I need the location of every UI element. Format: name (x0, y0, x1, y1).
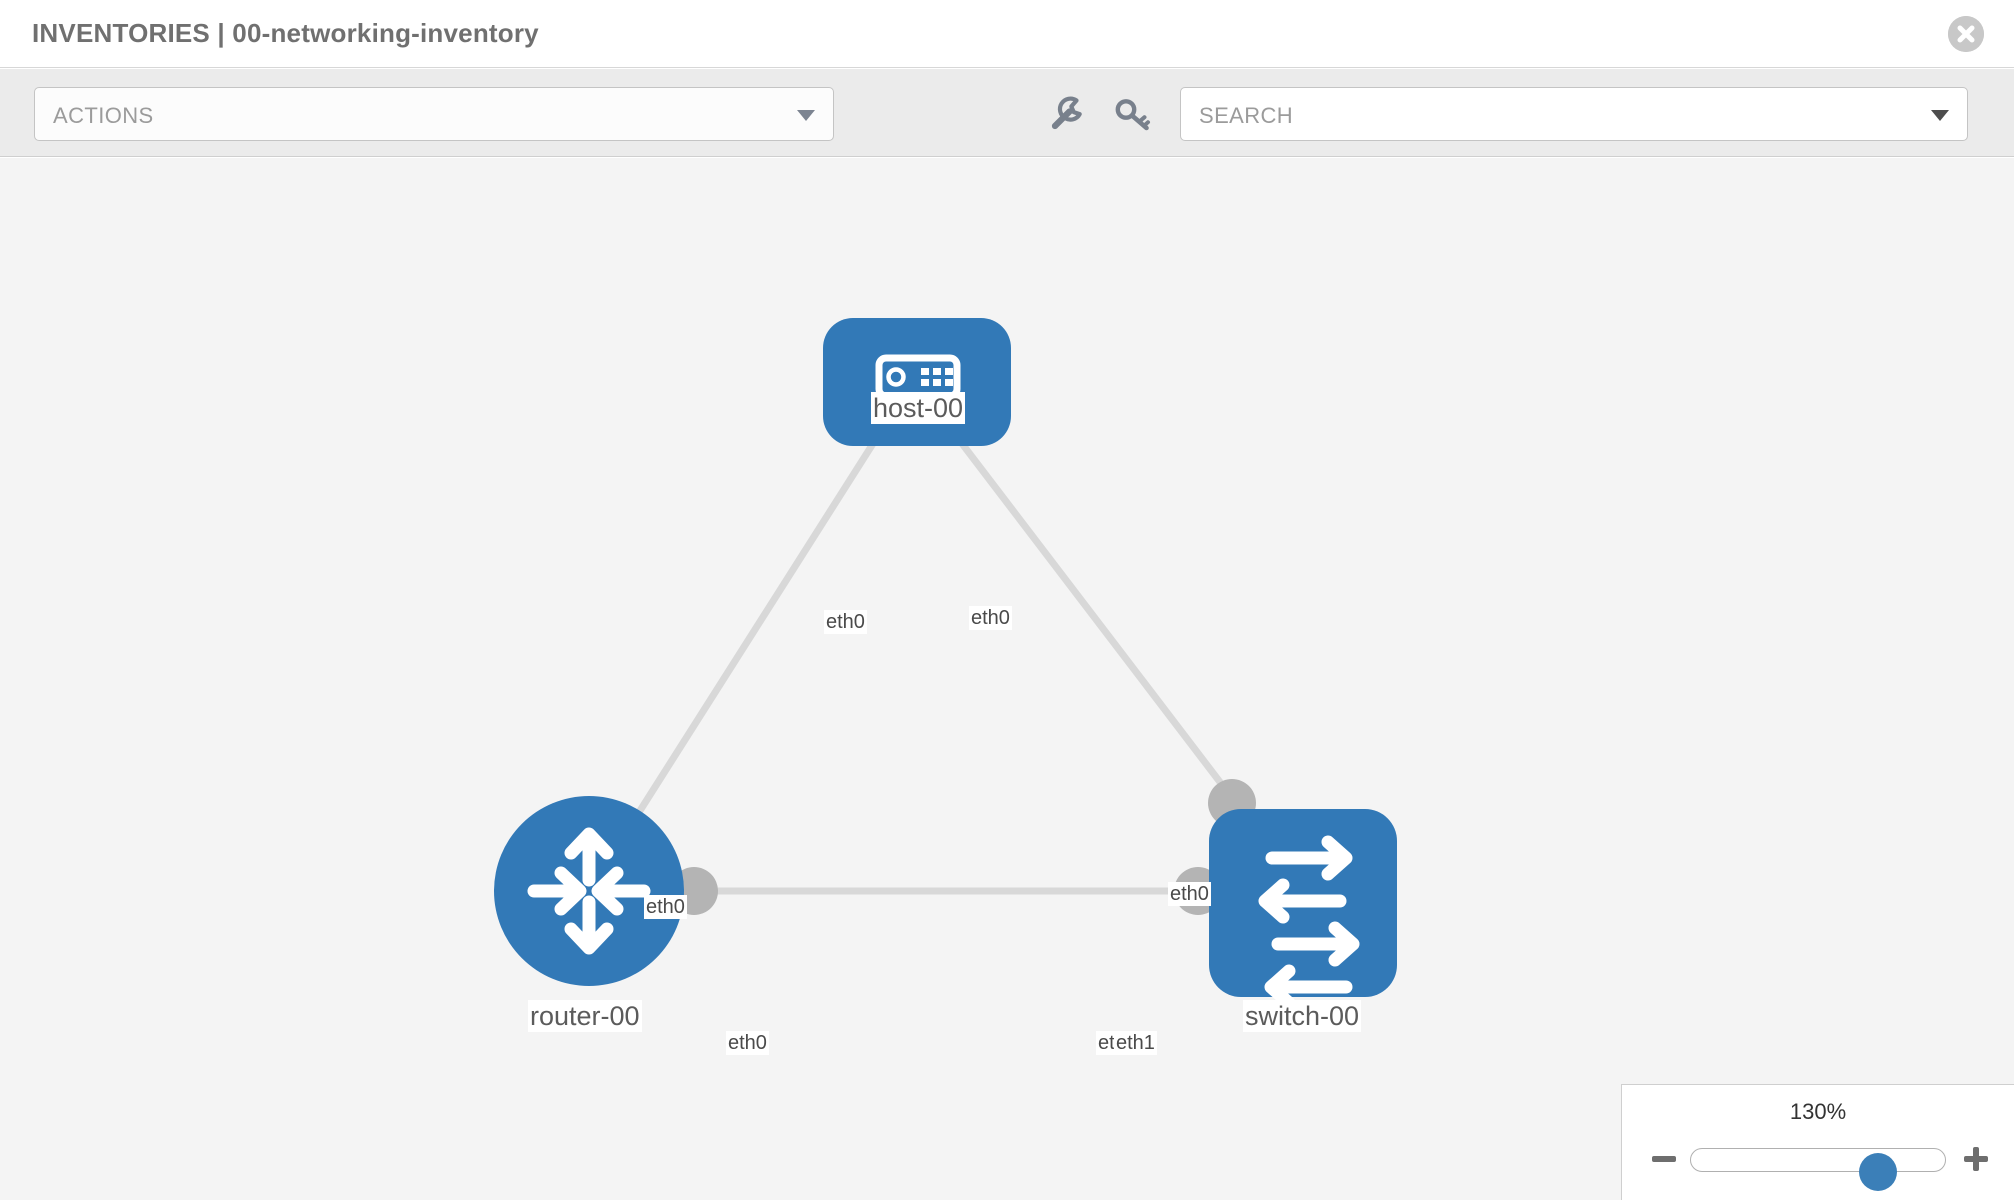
search-placeholder: SEARCH (1199, 103, 1294, 128)
node-label-switch-00: switch-00 (1243, 1000, 1362, 1032)
key-icon[interactable] (1113, 95, 1153, 133)
chevron-down-icon (797, 110, 815, 121)
search-input[interactable]: SEARCH (1180, 87, 1968, 141)
node-label-host-00: host-00 (871, 392, 966, 424)
zoom-slider-row (1622, 1137, 2014, 1191)
zoom-slider-thumb[interactable] (1859, 1153, 1897, 1191)
actions-dropdown[interactable]: ACTIONS (34, 87, 834, 141)
port-label: eth1 (1114, 1031, 1157, 1055)
node-router-00-shape (494, 796, 684, 986)
wrench-icon[interactable] (1046, 95, 1086, 133)
node-host-00-shape (823, 318, 1011, 446)
four-arrows-inward-icon (527, 827, 651, 955)
zoom-control-panel: 130% (1621, 1084, 2014, 1200)
bidirectional-arrows-icon (1258, 835, 1360, 1010)
port-label: eth0 (644, 895, 687, 919)
topology-ports (670, 382, 1256, 915)
topology-graph (494, 318, 1397, 1010)
port-label: eth0 (1168, 882, 1211, 906)
actions-dropdown-label: ACTIONS (53, 103, 154, 128)
chevron-down-icon[interactable] (1931, 110, 1949, 121)
port-label: eth0 (726, 1031, 769, 1055)
topology-links (586, 417, 1306, 895)
zoom-percent-label: 130% (1789, 1099, 1847, 1124)
plus-icon[interactable] (1960, 1143, 1992, 1175)
node-host-00 (823, 318, 1011, 446)
zoom-slider[interactable] (1690, 1148, 1946, 1191)
page-title: INVENTORIES | 00-networking-inventory (32, 18, 539, 48)
minus-icon[interactable] (1648, 1143, 1680, 1175)
port-label: eth0 (969, 606, 1012, 630)
node-router-00 (494, 796, 684, 986)
page-header: INVENTORIES | 00-networking-inventory (0, 0, 2014, 68)
topology-canvas[interactable]: host-00 router-00 switch-00 eth0 eth0 et… (0, 158, 2014, 1200)
port-label: eth0 (824, 610, 867, 634)
node-switch-00 (1209, 809, 1397, 1010)
toolbar: ACTIONS SEARCH (0, 69, 2014, 157)
close-icon[interactable] (1948, 16, 1984, 52)
node-label-router-00: router-00 (528, 1000, 642, 1032)
